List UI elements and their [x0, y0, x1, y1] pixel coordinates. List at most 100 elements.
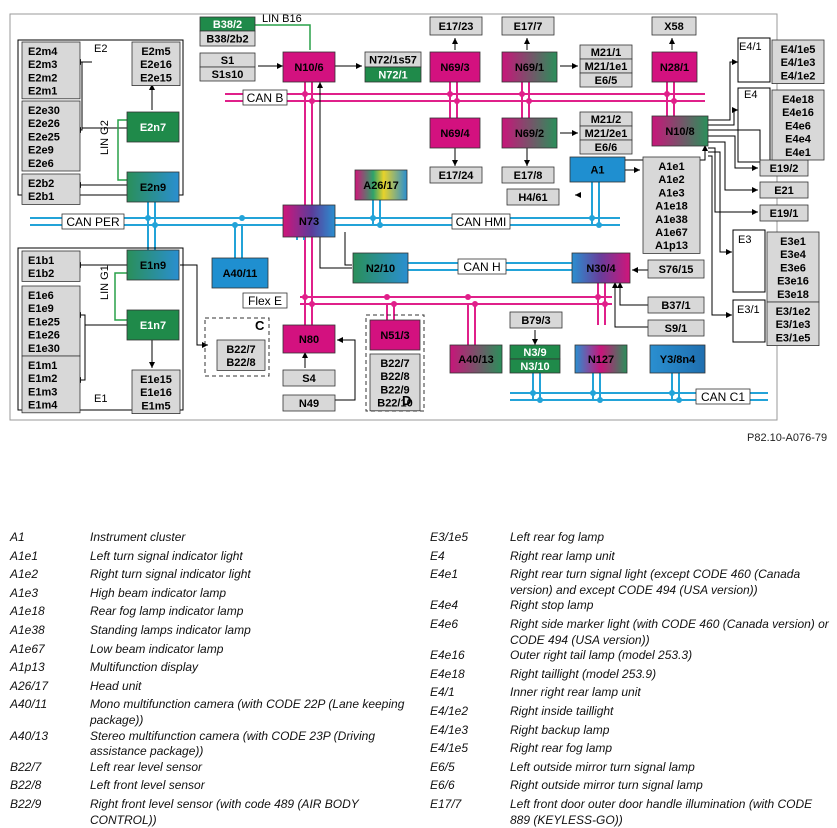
- legend-code: E4e4: [430, 598, 459, 613]
- legend-code: E6/6: [430, 778, 455, 793]
- list-item: E2e26: [28, 118, 60, 130]
- block-label: B79/3: [521, 315, 550, 327]
- group-label-e1: E1: [94, 393, 107, 405]
- block-n69-2: N69/2: [501, 117, 558, 149]
- list-item: E1m5: [141, 400, 170, 412]
- lin-label-lin-b16: LIN B16: [262, 13, 302, 25]
- block-label: N69/3: [440, 62, 469, 74]
- block-e17-7: E17/7: [501, 16, 555, 36]
- legend-code: E4/1e2: [430, 703, 469, 718]
- block-a40-13: A40/13: [449, 344, 503, 374]
- block-e2n7: E2n7: [126, 111, 180, 143]
- legend-code: B22/7: [10, 759, 42, 774]
- block-label: N10/8: [665, 126, 694, 138]
- block-b79-3: B79/3: [509, 311, 563, 329]
- svg-text:CAN H: CAN H: [463, 260, 500, 274]
- block-n72-1s57: N72/1s57: [364, 51, 422, 68]
- block-label: M21/2: [591, 114, 622, 126]
- list-item: B22/8: [380, 371, 409, 383]
- legend-code: A1e38: [10, 622, 45, 637]
- legend-description: Right rear fog lamp: [510, 741, 613, 756]
- legend-code: E4/1e3: [430, 722, 469, 737]
- block-label: A40/11: [223, 268, 258, 280]
- block-e19-2: E19/2: [759, 159, 809, 177]
- list-item: A1e3: [658, 187, 684, 199]
- list-item: E1m1: [28, 360, 57, 372]
- group-c-frame: [204, 317, 270, 377]
- group-label-e4-1: E4/1: [739, 41, 762, 53]
- list-item: E3e4: [780, 249, 807, 261]
- block-b38-2: B38/2: [199, 16, 256, 32]
- group-label-e4: E4: [744, 89, 757, 101]
- legend-code: E4e18: [430, 666, 465, 681]
- block-a1: A1: [569, 156, 626, 183]
- block-label: N10/6: [294, 62, 323, 74]
- list-item: E4/1e5: [781, 44, 816, 56]
- legend-code: A1: [10, 530, 25, 544]
- block-n69-3: N69/3: [429, 51, 481, 83]
- legend-row: A1e38 Standing lamps indicator lamp: [10, 623, 410, 639]
- block-s1s10: S1s10: [199, 66, 256, 82]
- block-label: E19/1: [770, 208, 799, 220]
- list-item: E3/1e5: [776, 332, 811, 344]
- svg-text:CAN B: CAN B: [247, 91, 284, 105]
- legend-description: Outer right tail lamp (model 253.3): [510, 648, 693, 663]
- block-n2-10: N2/10: [352, 252, 409, 284]
- list-item: E2e25: [28, 131, 60, 143]
- legend-description: Stereo multifunction camera (with CODE 2…: [90, 728, 375, 759]
- block-label: N80: [299, 334, 319, 346]
- legend-row: E4e16 Outer right tail lamp (model 253.3): [430, 648, 830, 664]
- block-e1n7: E1n7: [126, 309, 180, 341]
- block-label: S1: [221, 55, 234, 67]
- legend-description: Left rear fog lamp: [510, 530, 605, 544]
- block-label: E19/2: [770, 163, 799, 175]
- block-label: M21/2e1: [585, 128, 628, 140]
- list-item: B22/10: [377, 398, 412, 410]
- block-e6-5: E6/5: [579, 72, 633, 88]
- legend-code: A1e18: [10, 604, 45, 619]
- legend-code: E4e6: [430, 616, 459, 631]
- legend-code: E4e16: [430, 648, 465, 663]
- list-item: E1m2: [28, 373, 57, 385]
- legend-description: Left turn signal indicator light: [90, 548, 243, 563]
- legend-code: B22/9: [10, 796, 42, 811]
- block-label: N72/1s57: [369, 55, 417, 67]
- legend-description: Left front door outer door handle illumi…: [510, 796, 813, 827]
- list-item: E3e6: [780, 262, 806, 274]
- list-item: E1e9: [28, 303, 54, 315]
- block-label: E6/6: [595, 142, 618, 154]
- block-label: N3/9: [523, 347, 546, 359]
- list-item: A1e18: [655, 201, 687, 213]
- figure-code: P82.10-A076-79: [747, 432, 828, 444]
- legend-description: Right taillight (model 253.9): [510, 666, 657, 681]
- legend-description: Standing lamps indicator lamp: [90, 622, 251, 637]
- block-e19-1: E19/1: [759, 204, 809, 222]
- list-item: E1b1: [28, 255, 54, 267]
- block-label: N51/3: [380, 330, 409, 342]
- list-item: B22/9: [380, 384, 409, 396]
- block-label: B38/2: [213, 19, 242, 31]
- list-item: E2e9: [28, 145, 54, 157]
- list-item: E1e6: [28, 290, 54, 302]
- legend-row: E4e18 Right taillight (model 253.9): [430, 667, 830, 683]
- legend-code: E4/1: [430, 685, 455, 700]
- block-label: E2n9: [140, 182, 166, 194]
